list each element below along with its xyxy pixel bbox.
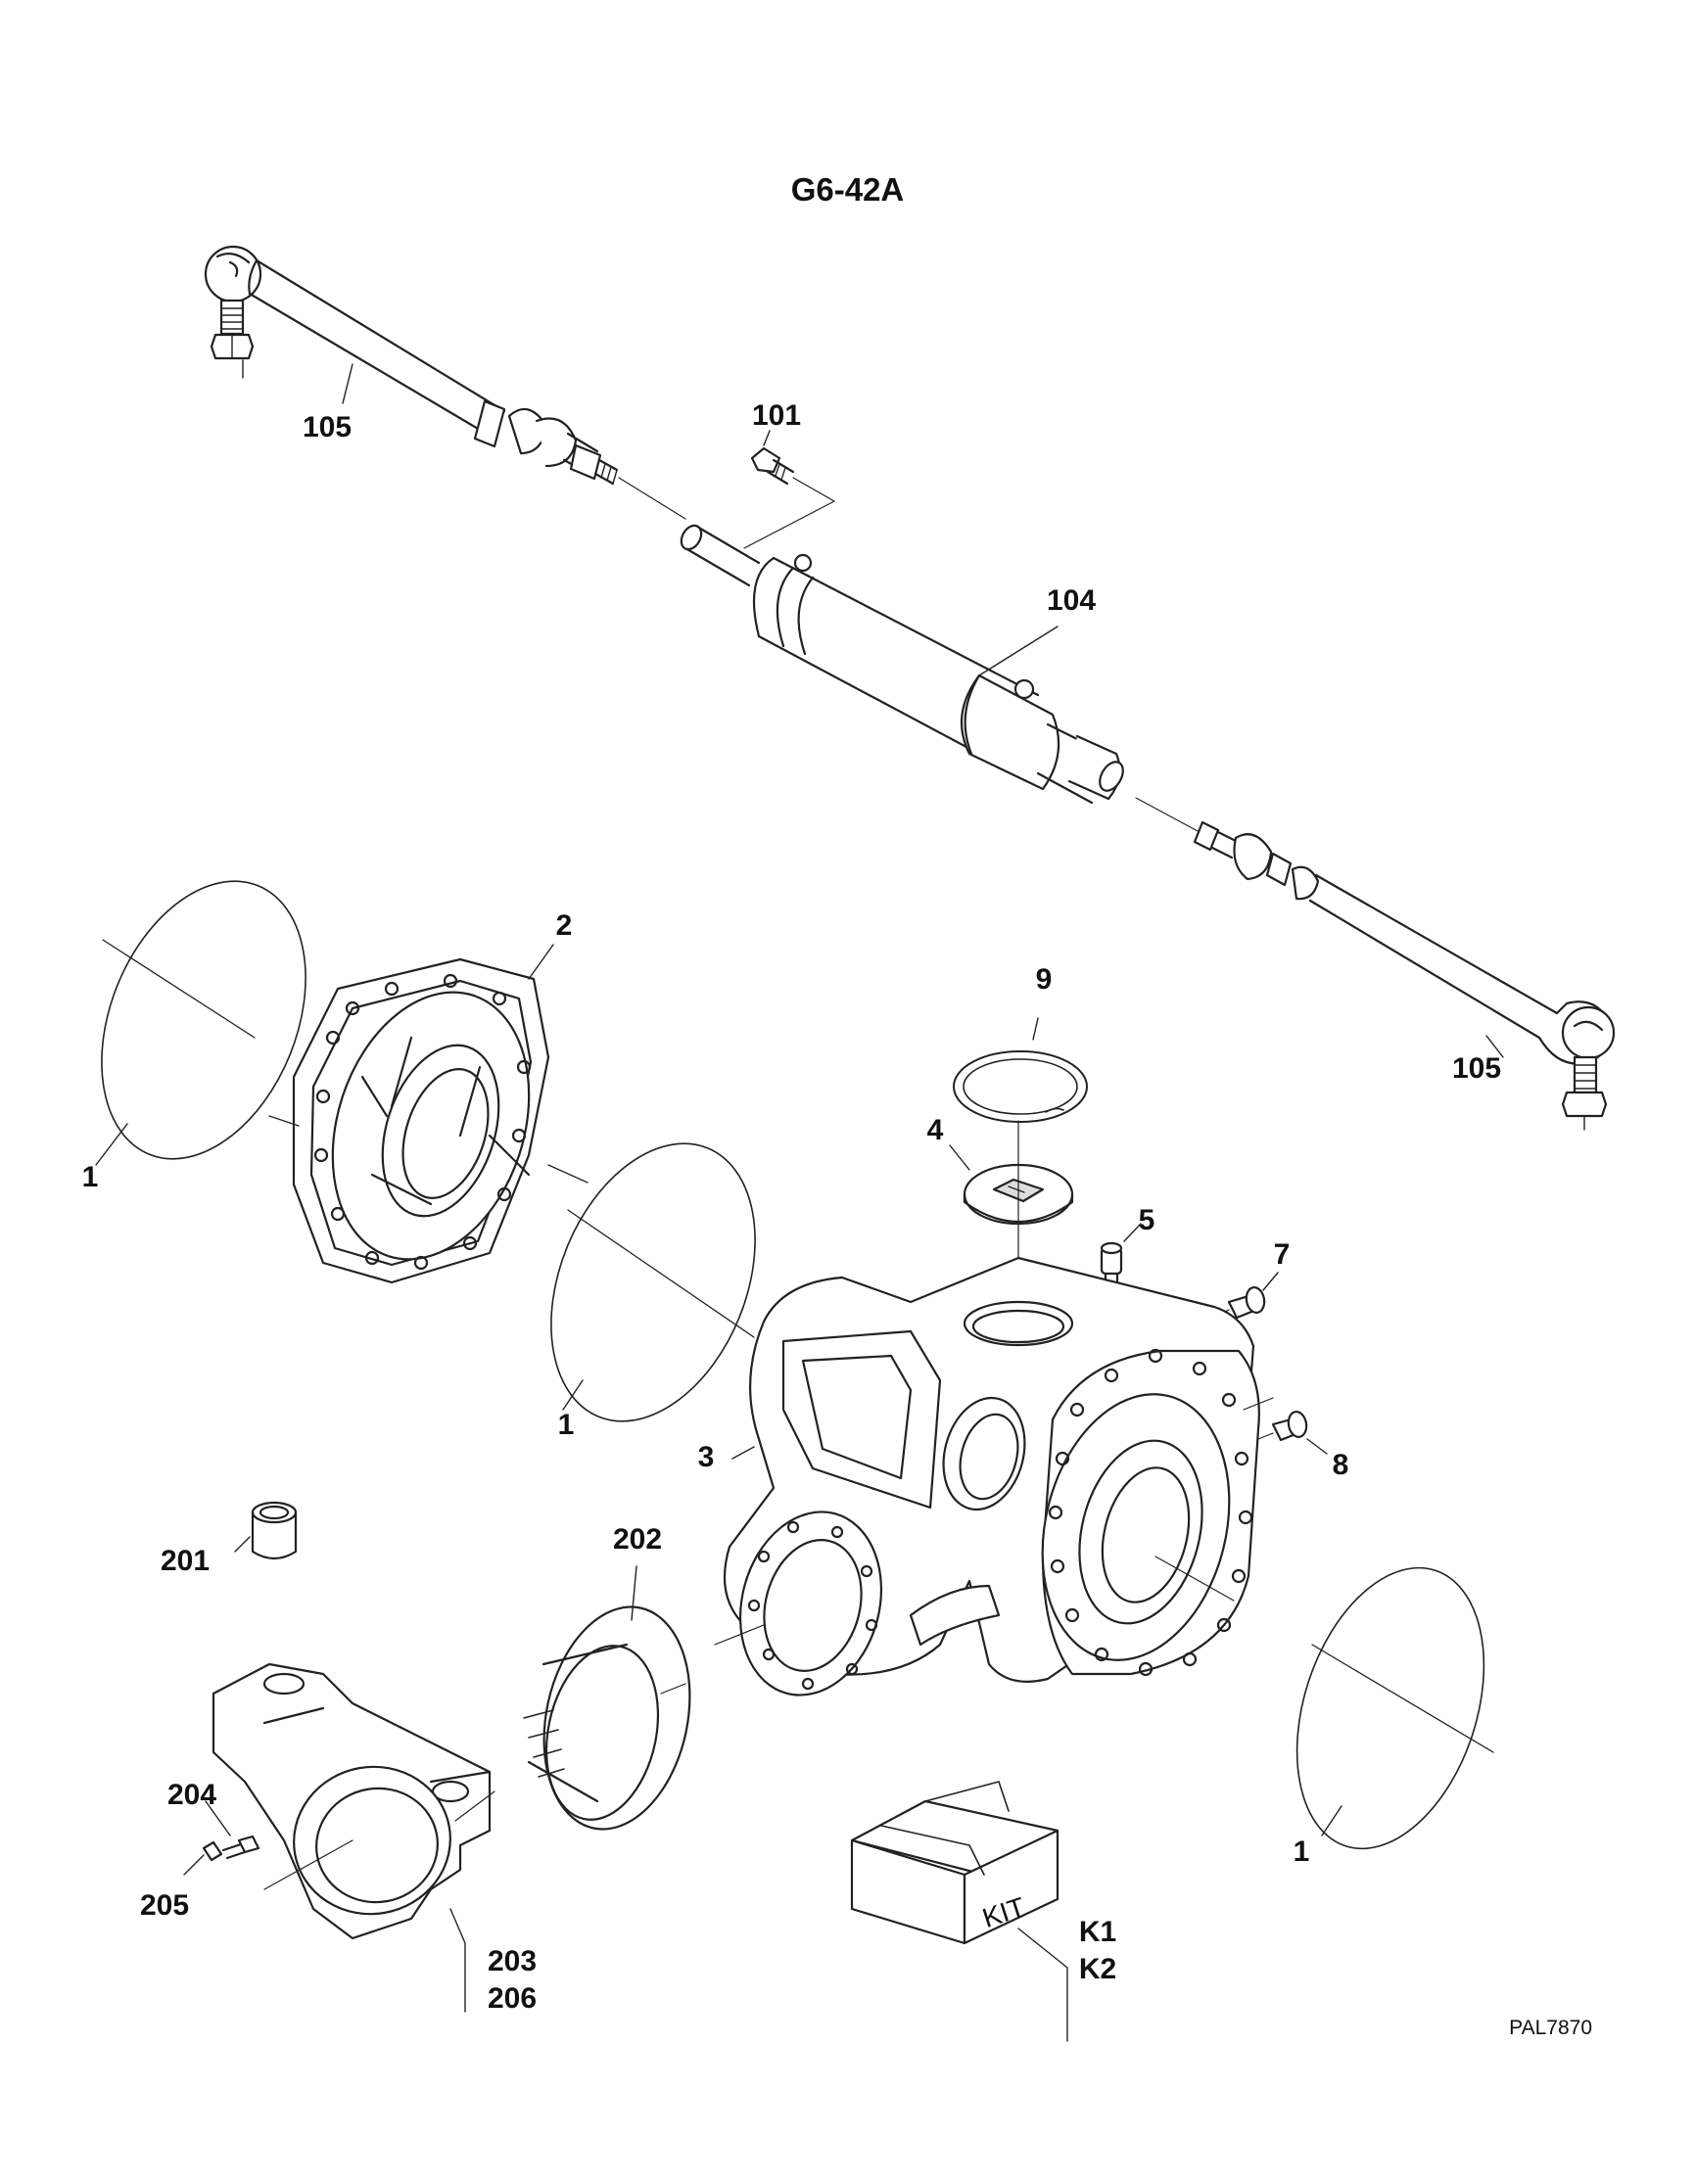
- callout-7: 7: [1273, 1238, 1291, 1271]
- diagram-title: G6-42A: [790, 171, 905, 208]
- callout-101: 101: [751, 399, 802, 432]
- bolt-icon: [743, 446, 835, 549]
- callout-4: 4: [926, 1114, 944, 1146]
- callout-104: 104: [1046, 584, 1097, 617]
- tie-rod-left-icon: [204, 245, 619, 486]
- callout-K2: K2: [1078, 1953, 1117, 1985]
- callout-206: 206: [487, 1982, 538, 2015]
- callout-201: 201: [160, 1545, 211, 1577]
- callout-202: 202: [612, 1523, 663, 1556]
- callout-8: 8: [1332, 1449, 1349, 1481]
- seal-ring-icon: [550, 1142, 756, 1422]
- callout-105-right: 105: [1451, 1052, 1502, 1085]
- axle-housing-icon: [714, 1256, 1274, 1696]
- callout-1-upper-left: 1: [81, 1161, 99, 1193]
- callout-204: 204: [166, 1779, 217, 1811]
- steering-cylinder-icon: [680, 524, 1124, 805]
- plug-8-icon: [1257, 1411, 1328, 1455]
- callout-1-lower-right: 1: [1293, 1835, 1310, 1868]
- grease-fitting-icon: [183, 1800, 260, 1876]
- callout-203: 203: [487, 1945, 538, 1977]
- tie-rod-right-icon: [1193, 820, 1616, 1131]
- drawing-reference-code: PAL7870: [1509, 2017, 1592, 2039]
- bearing-sleeve-icon: [523, 1565, 691, 1831]
- bushing-icon: [234, 1501, 298, 1560]
- callout-K1: K1: [1078, 1916, 1117, 1948]
- trunnion-bracket-icon: [212, 1662, 495, 2013]
- callout-205: 205: [139, 1889, 190, 1922]
- kit-box-icon: [850, 1781, 1068, 2042]
- callout-5: 5: [1138, 1204, 1155, 1236]
- seal-ring-icon: [95, 880, 306, 1166]
- seal-ring-icon: [1295, 1566, 1494, 1850]
- cap-plate-icon: [949, 1144, 1074, 1226]
- callout-1-middle: 1: [557, 1409, 575, 1441]
- callout-2: 2: [555, 909, 573, 942]
- plug-7-icon: [1213, 1272, 1279, 1320]
- flange-cover-icon: [268, 957, 589, 1284]
- callout-105-left: 105: [302, 411, 353, 443]
- retaining-ring-icon: [953, 1017, 1088, 1123]
- callout-9: 9: [1035, 963, 1053, 996]
- callout-3: 3: [697, 1441, 715, 1473]
